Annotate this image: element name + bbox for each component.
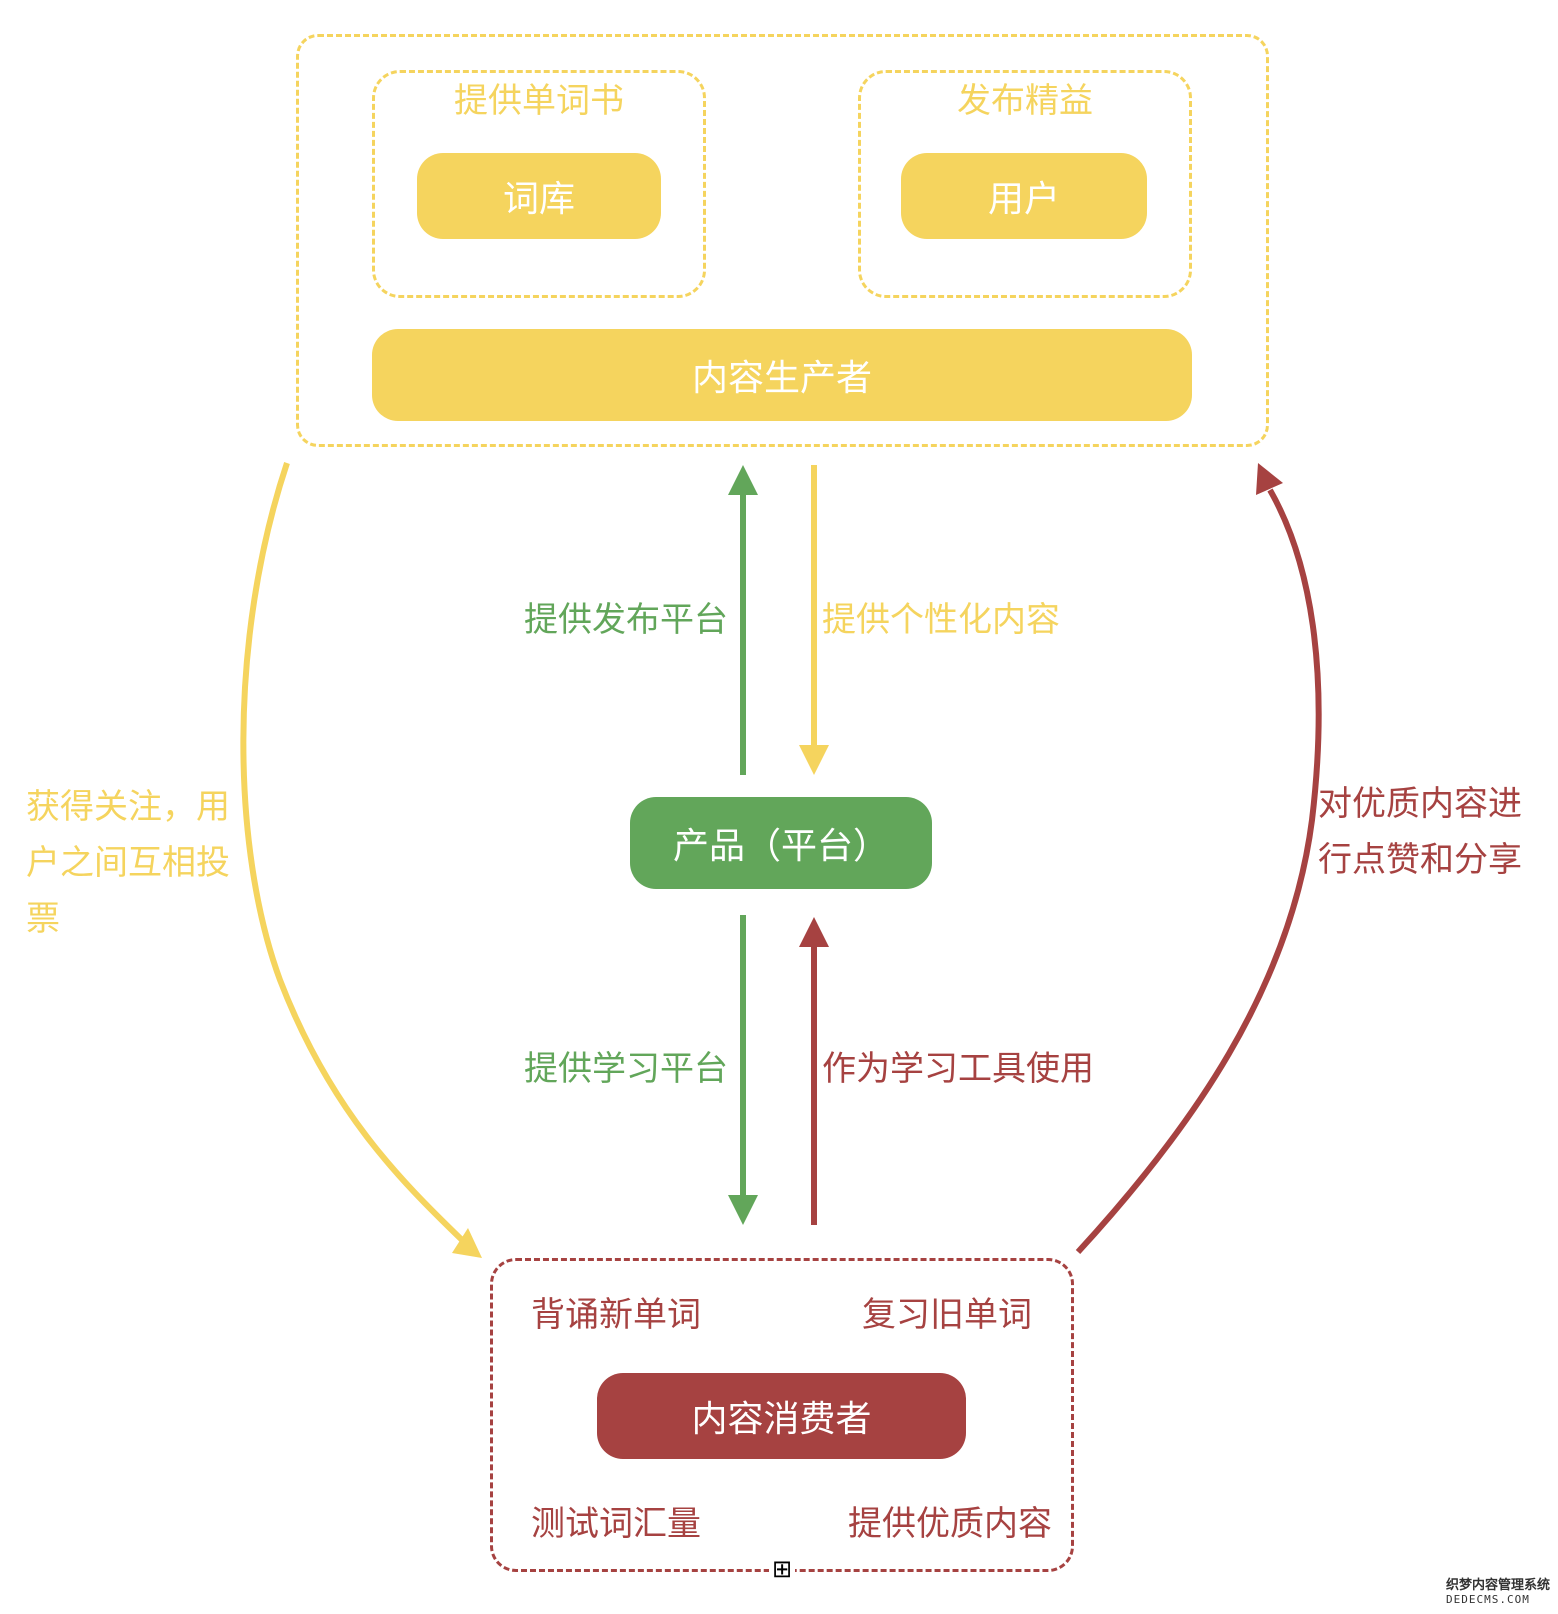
arrow-provide-publish-platform (728, 465, 758, 775)
content-producer-box: 内容生产者 (372, 329, 1192, 421)
product-platform-box: 产品（平台） (630, 797, 932, 889)
publish-lean-group-title: 发布精益 (957, 81, 1093, 121)
label-gain-attention-vote: 获得关注，用户之间互相投票 (26, 787, 230, 939)
consumer-item-provide-quality-content: 提供优质内容 (848, 1504, 1052, 1544)
label-provide-learning-platform: 提供学习平台 (524, 1049, 728, 1089)
lexicon-box: 词库 (417, 153, 661, 239)
label-provide-publish-platform: 提供发布平台 (524, 600, 728, 640)
content-consumer-box: 内容消费者 (597, 1373, 966, 1459)
arrow-use-as-learning-tool (799, 917, 829, 1225)
watermark-logo-text: 织梦内容管理系统 (1446, 1578, 1551, 1593)
arrow-like-and-share (1075, 463, 1322, 1255)
arrow-provide-learning-platform (728, 915, 758, 1225)
wordbook-group (372, 70, 706, 298)
publish-lean-group (858, 70, 1192, 298)
label-provide-personalized-content: 提供个性化内容 (822, 600, 1060, 640)
consumer-item-memorize-new-words: 背诵新单词 (531, 1295, 701, 1335)
user-box: 用户 (901, 153, 1147, 239)
consumer-item-review-old-words: 复习旧单词 (862, 1295, 1032, 1335)
producer-group (296, 34, 1269, 447)
expand-icon[interactable]: ⊞ (769, 1556, 795, 1582)
watermark-domain: DEDECMS.COM (1446, 1593, 1530, 1606)
wordbook-group-title: 提供单词书 (454, 81, 624, 121)
arrow-provide-personalized-content (799, 465, 829, 775)
label-use-as-learning-tool: 作为学习工具使用 (822, 1049, 1094, 1089)
arrow-gain-attention-vote (240, 462, 482, 1258)
consumer-item-test-vocabulary: 测试词汇量 (531, 1504, 701, 1544)
label-like-and-share: 对优质内容进行点赞和分享 (1318, 784, 1522, 880)
